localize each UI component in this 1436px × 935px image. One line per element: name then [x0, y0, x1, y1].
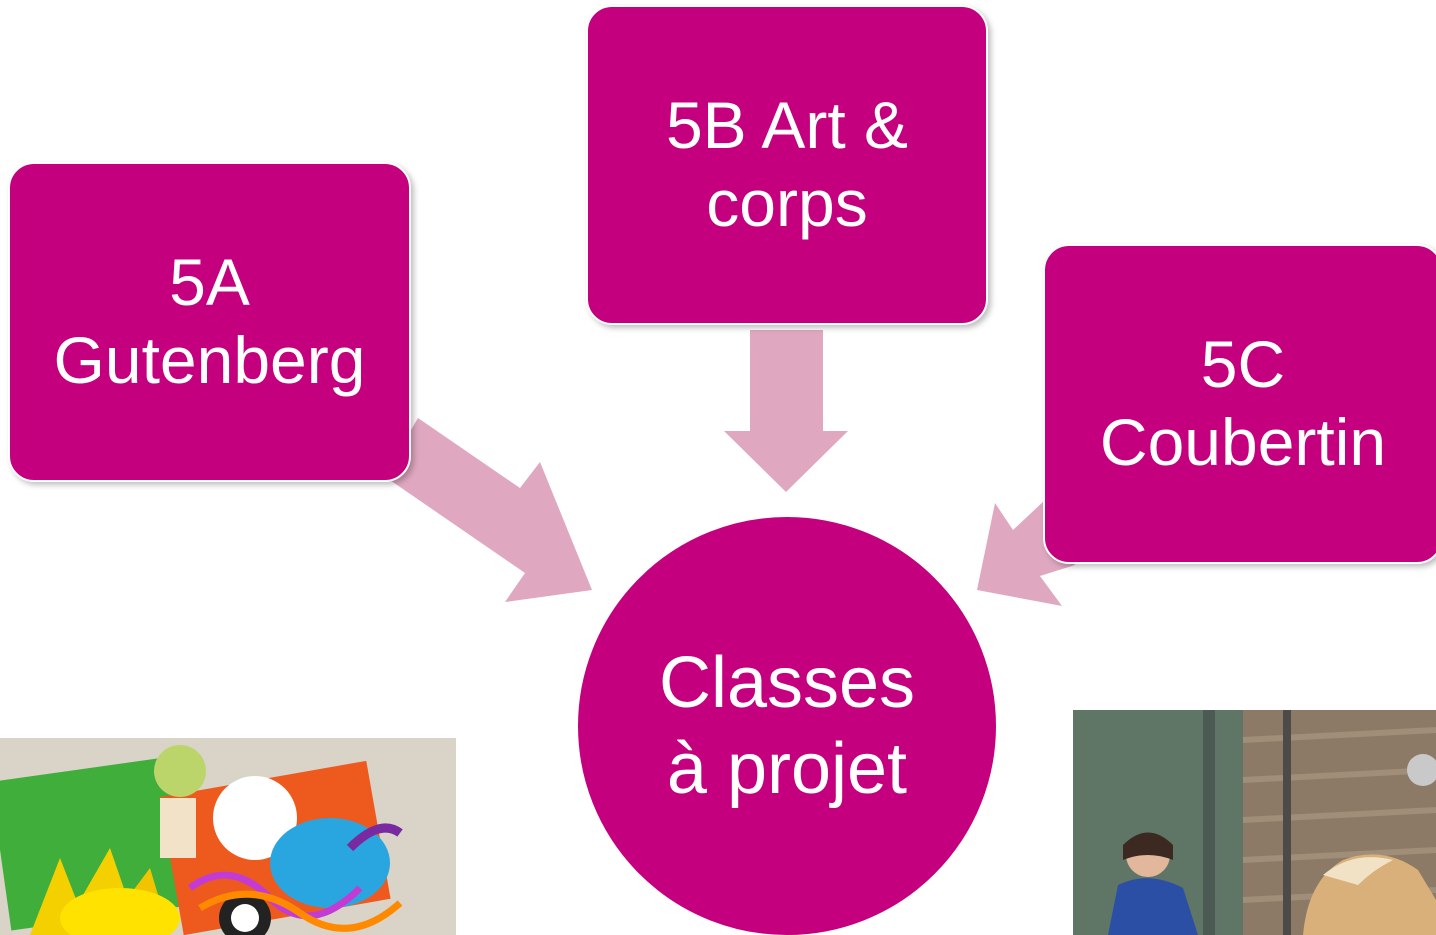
node-5b-line2: corps: [706, 166, 868, 240]
node-5a-line2: Gutenberg: [53, 323, 366, 397]
center-node-classes-a-projet: Classes à projet: [576, 515, 998, 935]
node-5a-gutenberg: 5A Gutenberg: [8, 162, 411, 482]
node-5a-line1: 5A: [169, 245, 250, 320]
center-line1: Classes: [658, 642, 916, 723]
arrow-5b-to-center: [724, 330, 848, 492]
center-line2: à projet: [666, 729, 908, 809]
arrow-5a-to-center: [384, 418, 592, 602]
node-5c-coubertin: 5C Coubertin: [1043, 244, 1436, 564]
children-art-collage-photo: [0, 738, 456, 935]
node-5b-art-corps: 5B Art & corps: [586, 5, 988, 325]
node-5b-line1: 5B Art &: [665, 88, 909, 163]
node-5c-line2: Coubertin: [1099, 405, 1387, 479]
node-5c-line1: 5C: [1200, 327, 1286, 402]
woman-with-pony-photo: [1073, 710, 1436, 935]
